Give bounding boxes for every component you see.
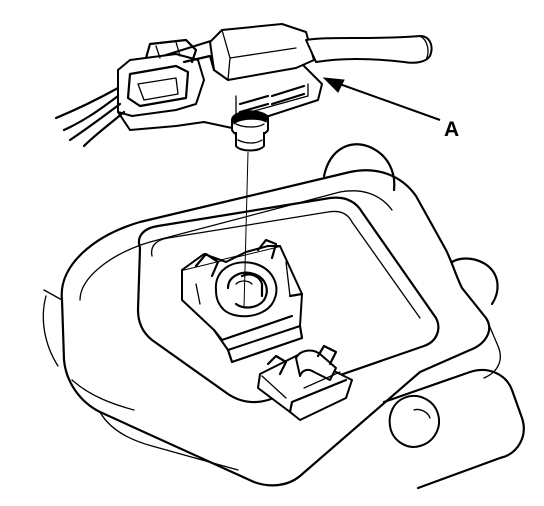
retainer-clip [257, 344, 353, 421]
installation-guide-line [243, 151, 249, 309]
callout-a-arrowhead [322, 77, 345, 93]
sensor-assembly [54, 23, 433, 152]
callout-a-label: A [444, 118, 459, 141]
manifold-housing [42, 143, 525, 490]
callout-a: A [322, 77, 459, 141]
callout-a-leader [333, 81, 441, 121]
sensor-mounting-bracket [181, 238, 304, 364]
